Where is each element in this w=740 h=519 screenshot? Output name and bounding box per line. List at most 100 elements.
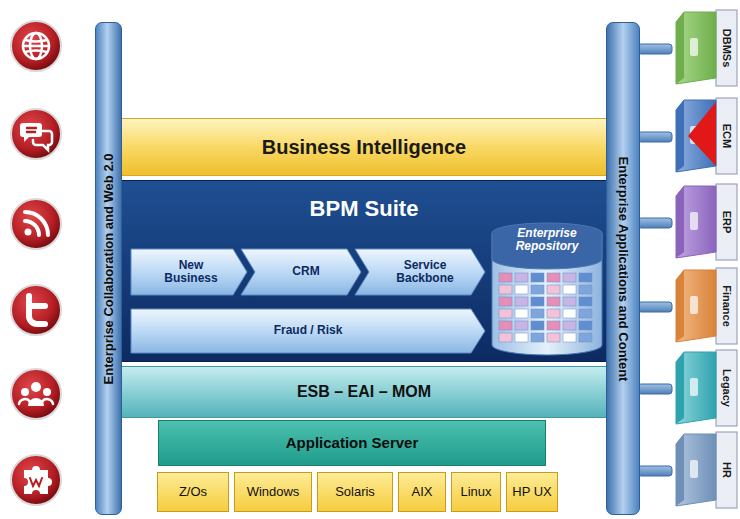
node-label: Enterprise Repository: [497, 227, 597, 254]
repository-tile: [563, 297, 576, 306]
os-box: Windows: [234, 472, 312, 512]
repository-tile: [515, 297, 528, 306]
twitter-icon: [11, 285, 61, 335]
web-icon: [11, 21, 61, 71]
stub: [638, 302, 672, 312]
node-label: Z/Os: [179, 485, 207, 500]
application-icon: DBMSs: [668, 8, 738, 88]
chevron-shape: [355, 249, 485, 295]
repository-tile: [579, 333, 592, 342]
collaboration-bar: Enterprise Collaboration and Web 2.0: [95, 22, 122, 515]
app-block-side: [676, 270, 684, 342]
rss-icon: [11, 199, 61, 249]
node-label: ECM: [721, 124, 733, 148]
application-icon: ECM: [668, 96, 738, 176]
repository-tile: [579, 321, 592, 330]
social-icons: [11, 21, 61, 505]
node-label: Finance: [721, 285, 733, 327]
app-block-side: [676, 434, 684, 506]
application-icon: Legacy: [668, 348, 738, 428]
app-block: [676, 270, 716, 342]
stub: [638, 384, 672, 394]
node-label: Solaris: [335, 485, 375, 500]
ecm-triangle: [688, 102, 716, 166]
repository-tile: [531, 321, 544, 330]
label-strip: [716, 98, 737, 174]
chevron-shape: [131, 249, 247, 295]
repository-tile: [531, 309, 544, 318]
repository-tile: [515, 273, 528, 282]
os-box: Linux: [451, 472, 501, 512]
node-label: Windows: [247, 485, 300, 500]
stub: [638, 44, 672, 54]
label-strip: [716, 268, 737, 344]
bpm-suite-panel: New BusinessCRMService BackboneFraud / R…: [118, 180, 610, 362]
app-handle: [690, 378, 698, 396]
repository-tile: [563, 273, 576, 282]
node-label: New Business: [155, 259, 227, 286]
repository-tile: [531, 285, 544, 294]
app-block: [676, 434, 716, 506]
repository-tile: [579, 297, 592, 306]
node-label: Business Intelligence: [262, 136, 467, 158]
os-box: AIX: [398, 472, 446, 512]
chevron-shape: [131, 309, 485, 353]
applications-bar: Enterprise Applications and Content: [606, 22, 640, 515]
bar-stubs: [638, 44, 672, 476]
app-server-band: Application Server: [158, 420, 546, 466]
app-block-side: [676, 100, 684, 172]
repository-tile: [515, 333, 528, 342]
repository-tile: [547, 297, 560, 306]
process-chevron: CRM: [241, 249, 361, 295]
repository-tile: [579, 309, 592, 318]
node-label: ERP: [721, 211, 733, 234]
node-label: Legacy: [721, 369, 733, 407]
node-label: Linux: [460, 485, 491, 500]
repository-tile: [499, 321, 512, 330]
repository-tile: [499, 297, 512, 306]
os-box: Solaris: [317, 472, 393, 512]
node-label: CRM: [292, 265, 319, 278]
node-label: Service Backbone: [383, 259, 467, 286]
os-box: HP UX: [506, 472, 558, 512]
label-strip: [716, 432, 737, 508]
node-label: HP UX: [512, 485, 552, 500]
app-handle: [690, 38, 698, 56]
app-block: [676, 12, 716, 84]
node-label: BPM Suite: [310, 197, 419, 222]
repository-tile: [547, 273, 560, 282]
label-strip: [716, 184, 737, 260]
repository-tile: [531, 297, 544, 306]
repository-tile: [515, 285, 528, 294]
stub: [638, 466, 672, 476]
cylinder-top: [492, 223, 602, 269]
process-chevron: New Business: [131, 249, 247, 295]
app-block-side: [676, 186, 684, 258]
repository-tile: [563, 285, 576, 294]
app-block-side: [676, 352, 684, 424]
repository-tile: [547, 285, 560, 294]
repository-tile: [515, 321, 528, 330]
application-icon: Finance: [668, 266, 738, 346]
repository-tile: [547, 309, 560, 318]
repository-tile: [531, 273, 544, 282]
bi-band: Business Intelligence: [118, 118, 610, 176]
wiki-icon: [11, 455, 61, 505]
repository-tile: [515, 309, 528, 318]
app-block: [676, 186, 716, 258]
app-block-side: [676, 12, 684, 84]
node-label: Enterprise Applications and Content: [616, 156, 631, 381]
node-label: HR: [721, 462, 733, 478]
repository-tile: [563, 333, 576, 342]
node-label: AIX: [412, 485, 433, 500]
repository-tile: [579, 285, 592, 294]
repository-tile: [499, 285, 512, 294]
label-strip: [716, 350, 737, 426]
community-icon: [11, 369, 61, 419]
chevron-shape: [241, 249, 361, 295]
os-box: Z/Os: [157, 472, 229, 512]
node-label: DBMSs: [721, 29, 733, 68]
stub: [638, 132, 672, 142]
esb-band: ESB – EAI – MOM: [118, 366, 610, 418]
